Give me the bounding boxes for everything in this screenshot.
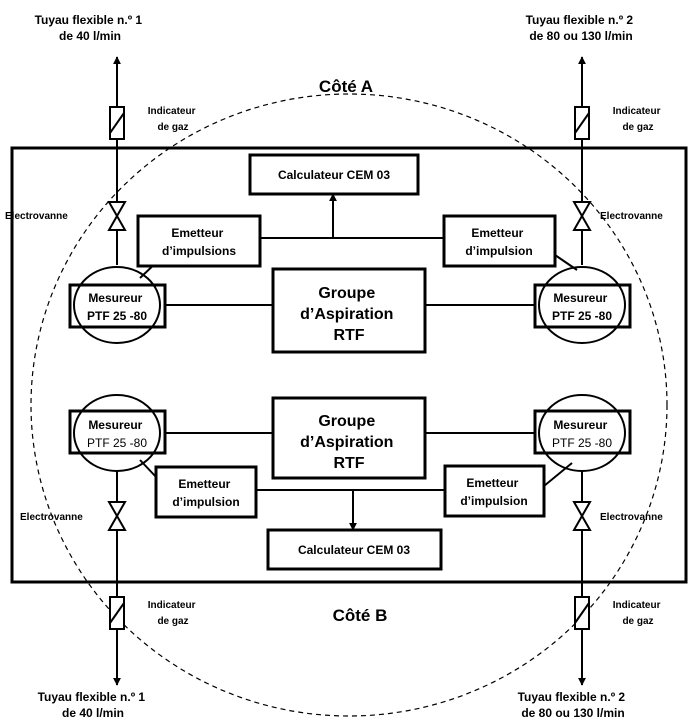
meter-circle	[538, 394, 626, 472]
connector	[543, 462, 573, 487]
meter-label: Mesureur PTF 25 -80	[552, 418, 612, 450]
solenoid-valve-label: Electrovanne	[20, 512, 83, 523]
meter-label: Mesureur PTF 25 -80	[87, 291, 147, 323]
dashed-boundary	[30, 93, 668, 717]
emitter-label: Emetteur d’impulsion	[465, 226, 532, 258]
side-b-label: Côté B	[333, 606, 388, 625]
calculator-box	[266, 528, 443, 571]
solenoid-valve-label: Electrovanne	[600, 512, 663, 523]
meter-label: Mesureur PTF 25 -80	[552, 291, 612, 323]
gas-indicator-icon	[574, 596, 590, 630]
meter-circle	[73, 394, 161, 472]
emitter-box	[443, 464, 546, 518]
emitter-box	[136, 214, 262, 268]
gas-indicator-icon	[574, 106, 590, 140]
meter-label: Mesureur PTF 25 -80	[87, 418, 147, 450]
suction-group-box	[271, 267, 427, 354]
gas-indicator-label: Indicateur de gaz	[613, 600, 664, 627]
suction-group-label: Groupe d’Aspiration RTF	[300, 285, 398, 344]
gas-indicator-label: Indicateur de gaz	[613, 106, 664, 133]
calculator-label: Calculateur CEM 03	[278, 168, 390, 182]
solenoid-valve-icon	[572, 501, 592, 531]
solenoid-valve-icon	[107, 501, 127, 531]
solenoid-valve-icon	[107, 201, 127, 231]
side-a-label: Côté A	[319, 77, 373, 96]
connector	[554, 254, 578, 271]
meter-circle	[538, 266, 626, 344]
suction-group-box	[271, 396, 427, 480]
solenoid-valve-icon	[572, 201, 592, 231]
emitter-label: Emetteur d’impulsion	[460, 476, 527, 508]
gas-indicator-icon	[109, 596, 125, 630]
enclosure-frame	[10, 146, 688, 584]
connector	[139, 459, 158, 479]
gas-indicator-icon	[109, 106, 125, 140]
gas-indicator-label: Indicateur de gaz	[148, 106, 199, 133]
hose-label-top-left: Tuyau flexible n.º 1 de 40 l/min	[35, 13, 146, 43]
calculator-box	[248, 153, 420, 196]
solenoid-valve-label: Electrovanne	[5, 211, 68, 222]
gas-indicator-label: Indicateur de gaz	[148, 600, 199, 627]
meter-circle	[73, 266, 161, 344]
emitter-box	[154, 465, 258, 519]
emitter-box	[442, 214, 557, 268]
hose-label-top-right: Tuyau flexible n.º 2 de 80 ou 130 l/min	[526, 13, 637, 43]
calculator-label: Calculateur CEM 03	[298, 543, 410, 557]
emitter-label: Emetteur d’impulsions	[162, 226, 236, 258]
hose-label-bottom-right: Tuyau flexible n.º 2 de 80 ou 130 l/min	[518, 690, 629, 720]
hose-label-bottom-left: Tuyau flexible n.º 1 de 40 l/min	[38, 690, 149, 720]
solenoid-valve-label: Electrovanne	[600, 211, 663, 222]
suction-group-label: Groupe d’Aspiration RTF	[300, 413, 398, 472]
emitter-label: Emetteur d’impulsion	[172, 477, 239, 509]
